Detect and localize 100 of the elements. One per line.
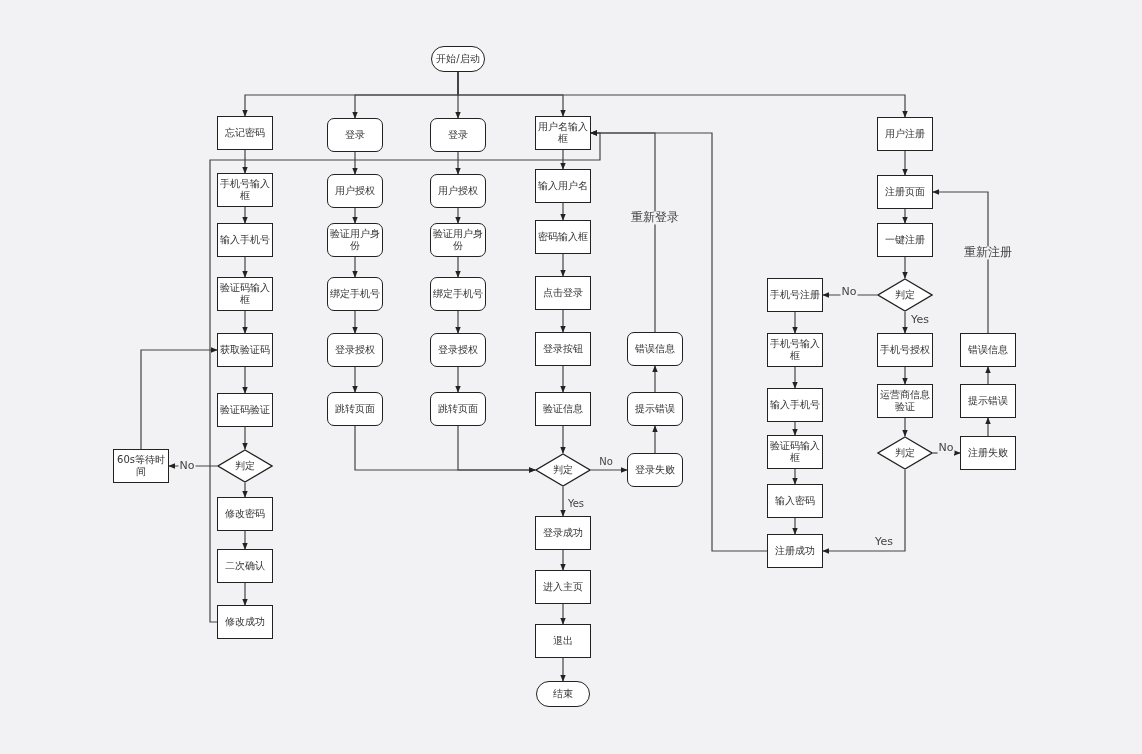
node-label: 绑定手机号 bbox=[329, 288, 381, 300]
node-label: 注册成功 bbox=[774, 545, 816, 557]
edge-label: No bbox=[598, 455, 614, 467]
decision-diamond bbox=[877, 436, 933, 470]
node-label: 用户注册 bbox=[884, 128, 926, 140]
node-label: 输入用户名 bbox=[537, 180, 589, 192]
node-label: 进入主页 bbox=[542, 581, 584, 593]
rounded-process-box bbox=[327, 118, 383, 152]
node-label: 登录按钮 bbox=[542, 343, 584, 355]
node-label: 修改密码 bbox=[224, 508, 266, 520]
arrow bbox=[652, 425, 658, 454]
arrow bbox=[242, 256, 248, 278]
arrow bbox=[352, 366, 358, 393]
process-box bbox=[535, 332, 591, 366]
rounded-process-box bbox=[627, 332, 683, 366]
node-label: 跳转页面 bbox=[334, 403, 376, 415]
node-label: 手机号注册 bbox=[769, 289, 821, 301]
node-label: 手机号输入框 bbox=[219, 178, 271, 202]
process-box bbox=[217, 549, 273, 583]
arrow bbox=[792, 421, 798, 436]
arrow bbox=[902, 366, 908, 385]
node-label: 判定 bbox=[894, 447, 916, 459]
arrow bbox=[560, 657, 566, 682]
node-label: 手机号授权 bbox=[879, 344, 931, 356]
node-label: 运营商信息验证 bbox=[879, 389, 931, 413]
process-box bbox=[217, 116, 273, 150]
node-label: 注册页面 bbox=[884, 186, 926, 198]
arrow bbox=[352, 207, 358, 224]
process-box bbox=[217, 605, 273, 639]
node-label: 提示错误 bbox=[634, 403, 676, 415]
process-box bbox=[535, 392, 591, 426]
node-label: 用户授权 bbox=[334, 185, 376, 197]
process-box bbox=[217, 333, 273, 367]
arrow bbox=[652, 365, 658, 393]
arrow bbox=[242, 482, 248, 498]
node-label: 获取验证码 bbox=[219, 344, 271, 356]
process-box bbox=[535, 516, 591, 550]
arrow bbox=[457, 425, 536, 473]
rounded-process-box bbox=[327, 392, 383, 426]
process-box bbox=[535, 169, 591, 203]
rounded-process-box bbox=[430, 118, 486, 152]
arrow bbox=[902, 208, 908, 224]
arrow bbox=[560, 253, 566, 277]
decision-diamond bbox=[217, 449, 273, 483]
arrow bbox=[590, 130, 768, 552]
node-label: 登录成功 bbox=[542, 527, 584, 539]
arrow bbox=[560, 486, 566, 517]
node-label: 密码输入框 bbox=[537, 231, 589, 243]
process-box bbox=[767, 534, 823, 568]
process-box bbox=[535, 624, 591, 658]
rounded-process-box bbox=[327, 333, 383, 367]
arrow bbox=[242, 426, 248, 450]
node-label: 忘记密码 bbox=[224, 127, 266, 139]
arrow bbox=[455, 310, 461, 334]
arrow bbox=[560, 425, 566, 454]
node-label: 注册失败 bbox=[967, 447, 1009, 459]
process-box bbox=[535, 570, 591, 604]
process-box bbox=[767, 388, 823, 422]
rounded-process-box bbox=[627, 453, 683, 487]
node-label: 登录授权 bbox=[437, 344, 479, 356]
process-box bbox=[767, 484, 823, 518]
arrow bbox=[792, 366, 798, 389]
decision-diamond bbox=[877, 278, 933, 312]
node-label: 登录 bbox=[447, 129, 469, 141]
node-label: 验证用户身份 bbox=[329, 228, 381, 252]
process-box bbox=[877, 117, 933, 151]
terminal-pill bbox=[536, 681, 590, 707]
arrow bbox=[455, 366, 461, 393]
edge-label: No bbox=[937, 441, 955, 455]
node-label: 验证码验证 bbox=[219, 404, 271, 416]
arrow bbox=[455, 151, 461, 175]
node-label: 输入手机号 bbox=[219, 234, 271, 246]
rounded-process-box bbox=[430, 392, 486, 426]
arrow bbox=[985, 366, 991, 385]
node-label: 错误信息 bbox=[967, 344, 1009, 356]
arrow bbox=[932, 189, 989, 334]
process-box bbox=[535, 276, 591, 310]
node-label: 判定 bbox=[234, 460, 256, 472]
arrow bbox=[352, 256, 358, 278]
terminal-pill bbox=[431, 46, 485, 72]
rounded-process-box bbox=[327, 174, 383, 208]
process-box bbox=[877, 333, 933, 367]
node-label: 开始/启动 bbox=[435, 53, 481, 65]
arrow bbox=[242, 582, 248, 606]
arrow bbox=[560, 309, 566, 333]
node-label: 60s等待时间 bbox=[116, 454, 166, 478]
arrow bbox=[560, 549, 566, 571]
process-box bbox=[877, 223, 933, 257]
arrow bbox=[455, 256, 461, 278]
decision-diamond bbox=[535, 453, 591, 487]
process-box bbox=[960, 333, 1016, 367]
rounded-process-box bbox=[430, 333, 486, 367]
arrow bbox=[140, 347, 218, 450]
arrow bbox=[352, 151, 358, 175]
node-label: 登录授权 bbox=[334, 344, 376, 356]
node-label: 判定 bbox=[894, 289, 916, 301]
rounded-process-box bbox=[430, 174, 486, 208]
arrow bbox=[242, 366, 248, 394]
process-box bbox=[217, 393, 273, 427]
arrow bbox=[560, 365, 566, 393]
